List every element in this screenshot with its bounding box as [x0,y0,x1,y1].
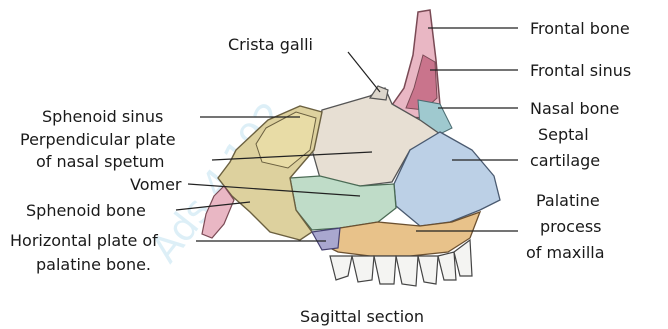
label-nasal-bone: Nasal bone [530,99,619,118]
label-frontal-bone: Frontal bone [530,19,630,38]
label-frontal-sinus: Frontal sinus [530,61,631,80]
label-septal-cartilage-line1: Septal [538,125,589,144]
label-crista-galli: Crista galli [228,35,313,54]
label-palatine-process-line1: Palatine [536,191,600,210]
label-vomer: Vomer [130,175,182,194]
label-sphenoid-sinus: Sphenoid sinus [42,107,163,126]
label-septal-cartilage-line2: cartilage [530,151,600,170]
label-horizontal-plate-line2: palatine bone. [36,255,151,274]
label-horizontal-plate-line1: Horizontal plate of [10,231,158,250]
label-palatine-process-line3: of maxilla [526,243,605,262]
label-palatine-process-line2: process [540,217,601,236]
horizontal-plate-shape [312,228,340,250]
diagram-caption: Sagittal section [300,307,424,326]
label-sphenoid-bone: Sphenoid bone [26,201,146,220]
label-perpendicular-plate-line1: Perpendicular plate [20,130,176,149]
label-perpendicular-plate-line2: of nasal spetum [36,152,164,171]
